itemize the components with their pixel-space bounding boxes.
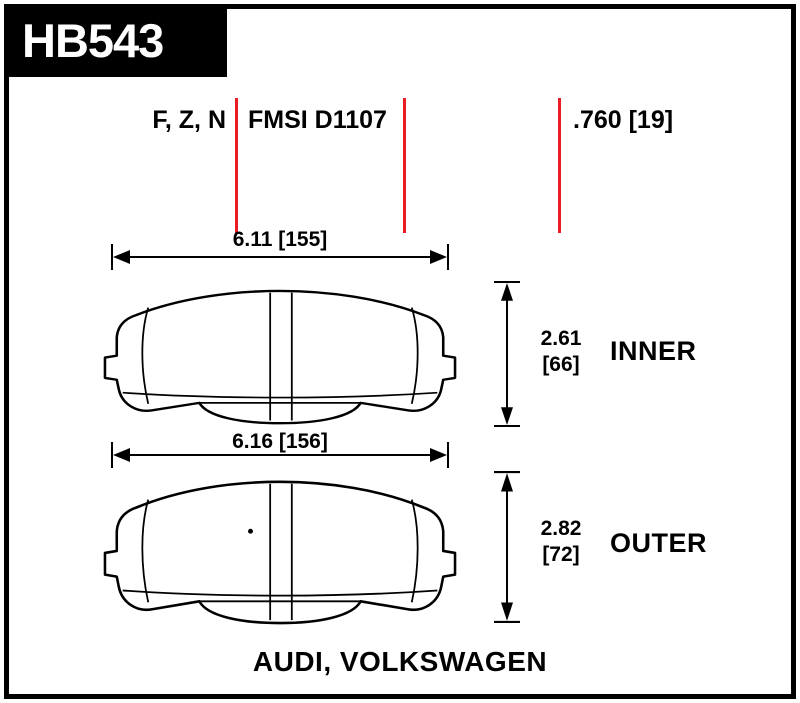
outer-pad-label: OUTER bbox=[610, 528, 707, 558]
part-number: HB543 bbox=[22, 14, 164, 67]
inner-width-arrow-icon bbox=[111, 244, 449, 270]
pad-thickness-label: .760 [19] bbox=[573, 106, 674, 134]
inner-width-dimension: 6.11 [155] bbox=[232, 228, 328, 251]
outer-height-inches: 2.82 bbox=[540, 517, 582, 540]
outer-width-dimension: 6.16 [156] bbox=[232, 430, 328, 453]
outer-width-arrow-icon bbox=[111, 442, 449, 468]
part-number-box: HB543 bbox=[4, 4, 227, 77]
inner-pad-drawing bbox=[103, 289, 457, 425]
outer-pad-drawing bbox=[103, 480, 457, 625]
red-callout-line-2 bbox=[403, 98, 406, 233]
inner-height-dimension: 2.61 [66] bbox=[528, 326, 594, 378]
page-border bbox=[4, 4, 796, 699]
red-callout-line-3 bbox=[558, 98, 561, 233]
inner-height-mm: [66] bbox=[542, 353, 580, 376]
outer-height-mm: [72] bbox=[542, 543, 580, 566]
red-callout-line-1 bbox=[235, 98, 238, 233]
vehicle-applications: AUDI, VOLKSWAGEN bbox=[252, 646, 548, 677]
compound-codes-label: F, Z, N bbox=[152, 106, 226, 134]
inner-height-arrow-icon bbox=[494, 280, 520, 428]
inner-height-inches: 2.61 bbox=[540, 327, 582, 350]
rivet-dot bbox=[248, 528, 253, 534]
outer-height-dimension: 2.82 [72] bbox=[528, 516, 594, 568]
inner-pad-label: INNER bbox=[610, 336, 697, 366]
fmsi-number-label: FMSI D1107 bbox=[248, 106, 387, 134]
outer-height-arrow-icon bbox=[494, 471, 520, 623]
